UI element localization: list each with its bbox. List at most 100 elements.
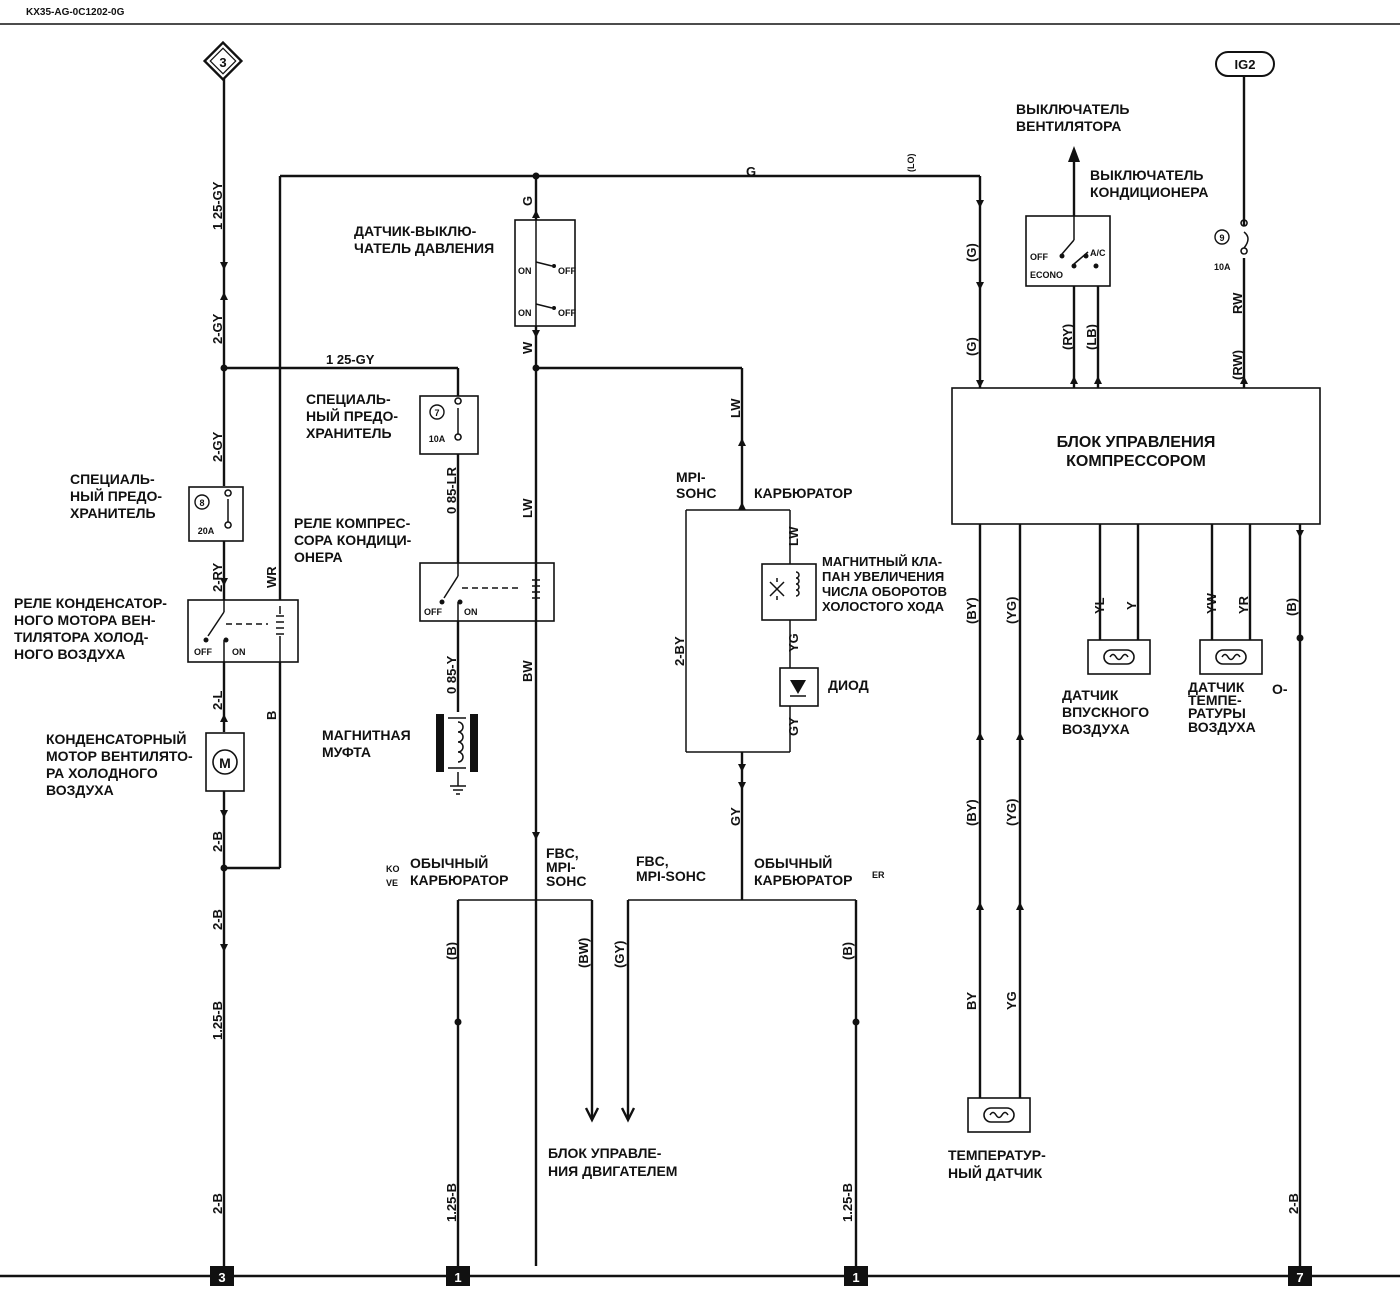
- svg-text:0 85-LR: 0 85-LR: [444, 466, 459, 514]
- svg-text:1.25-B: 1.25-B: [444, 1183, 459, 1222]
- svg-text:2-BY: 2-BY: [672, 636, 687, 666]
- svg-text:2-B: 2-B: [210, 1193, 225, 1214]
- svg-text:YW: YW: [1204, 592, 1219, 614]
- svg-text:СПЕЦИАЛЬ-НЫЙ ПРЕДО-ХРАНИТЕЛЬ: СПЕЦИАЛЬ-НЫЙ ПРЕДО-ХРАНИТЕЛЬ: [70, 471, 162, 521]
- intake-air-sensor: [1087, 639, 1151, 675]
- svg-text:КАРБЮРАТОР: КАРБЮРАТОР: [754, 485, 852, 501]
- svg-text:10A: 10A: [429, 434, 446, 444]
- svg-text:(G): (G): [964, 243, 979, 262]
- compressor-relay: [419, 562, 555, 622]
- svg-text:W: W: [520, 341, 535, 354]
- svg-text:VE: VE: [386, 878, 398, 888]
- svg-text:IG2: IG2: [1235, 57, 1256, 72]
- temperature-sensor: [967, 1097, 1031, 1133]
- connector-3-bottom: 3: [210, 1266, 234, 1286]
- motor-m-icon: M: [219, 755, 231, 771]
- svg-text:ON: ON: [232, 647, 246, 657]
- svg-text:RW: RW: [1230, 292, 1245, 314]
- svg-text:OFF: OFF: [558, 266, 576, 276]
- wire-label: G: [746, 164, 756, 179]
- svg-text:(B): (B): [840, 942, 855, 960]
- svg-text:ДИОД: ДИОД: [828, 677, 869, 693]
- svg-text:BW: BW: [520, 660, 535, 682]
- svg-text:(YG): (YG): [1004, 799, 1019, 826]
- svg-text:2-B: 2-B: [210, 831, 225, 852]
- magnetic-clutch: [436, 714, 478, 795]
- svg-text:G: G: [520, 196, 535, 206]
- svg-text:FBC,MPI-SOHC: FBC,MPI-SOHC: [546, 845, 586, 889]
- svg-text:ER: ER: [872, 870, 885, 880]
- svg-text:YR: YR: [1236, 595, 1251, 614]
- svg-text:YG: YG: [1004, 991, 1019, 1010]
- svg-text:0 85-Y: 0 85-Y: [444, 655, 459, 694]
- wire-arrow-marks: [220, 200, 1304, 952]
- svg-text:7: 7: [1296, 1270, 1303, 1285]
- svg-text:OFF: OFF: [558, 308, 576, 318]
- svg-text:РЕЛЕ КОНДЕНСАТОР-НОГО МОТОРА В: РЕЛЕ КОНДЕНСАТОР-НОГО МОТОРА ВЕН-ТИЛЯТОР…: [14, 595, 167, 662]
- svg-text:20A: 20A: [198, 526, 215, 536]
- svg-text:БЛОК УПРАВЛЕ-НИЯ ДВИГАТЕЛЕМ: БЛОК УПРАВЛЕ-НИЯ ДВИГАТЕЛЕМ: [548, 1145, 677, 1179]
- svg-text:1: 1: [852, 1270, 859, 1285]
- svg-text:ДАТЧИК-ВЫКЛЮ-ЧАТЕЛЬ ДАВЛЕНИЯ: ДАТЧИК-ВЫКЛЮ-ЧАТЕЛЬ ДАВЛЕНИЯ: [354, 223, 494, 256]
- svg-text:(B): (B): [444, 942, 459, 960]
- svg-text:LW: LW: [728, 398, 743, 418]
- svg-text:(YG): (YG): [1004, 597, 1019, 624]
- svg-text:GY: GY: [728, 807, 743, 826]
- svg-text:(RW): (RW): [1230, 350, 1245, 380]
- svg-text:СПЕЦИАЛЬ-НЫЙ ПРЕДО-ХРАНИТЕЛЬ: СПЕЦИАЛЬ-НЫЙ ПРЕДО-ХРАНИТЕЛЬ: [306, 391, 398, 441]
- doc-code: KX35-AG-0C1202-0G: [26, 7, 125, 18]
- svg-text:ТЕМПЕРАТУР-НЫЙ ДАТЧИК: ТЕМПЕРАТУР-НЫЙ ДАТЧИК: [948, 1147, 1046, 1181]
- svg-text:(B): (B): [1284, 598, 1299, 616]
- svg-text:2-RY: 2-RY: [210, 563, 225, 592]
- svg-text:(BY): (BY): [964, 799, 979, 826]
- svg-text:10A: 10A: [1214, 262, 1231, 272]
- svg-text:1 25-GY: 1 25-GY: [210, 181, 225, 230]
- svg-text:BY: BY: [964, 992, 979, 1010]
- svg-text:(LB): (LB): [1084, 324, 1099, 350]
- svg-text:OFF: OFF: [1030, 252, 1048, 262]
- svg-text:Y: Y: [1124, 601, 1139, 610]
- connector-7: 7: [1288, 1266, 1312, 1286]
- ac-switch: [1025, 215, 1111, 287]
- connector-ig2: IG2: [1215, 51, 1275, 77]
- pressure-switch: [514, 219, 576, 327]
- diode: [779, 667, 819, 707]
- svg-text:ON: ON: [518, 308, 532, 318]
- svg-text:9: 9: [1219, 233, 1224, 243]
- svg-text:LW: LW: [520, 498, 535, 518]
- svg-text:ON: ON: [464, 607, 478, 617]
- svg-text:(GY): (GY): [612, 941, 627, 968]
- svg-text:3: 3: [219, 55, 226, 70]
- svg-text:ECONO: ECONO: [1030, 270, 1063, 280]
- svg-text:2-B: 2-B: [1286, 1193, 1301, 1214]
- svg-text:O-: O-: [1272, 681, 1288, 697]
- splice-dot: [220, 364, 228, 372]
- compressor-control-unit: [951, 387, 1321, 525]
- svg-text:WR: WR: [264, 566, 279, 588]
- svg-text:B: B: [264, 711, 279, 720]
- svg-text:1: 1: [454, 1270, 461, 1285]
- svg-text:A/C: A/C: [1090, 248, 1106, 258]
- svg-text:ON: ON: [518, 266, 532, 276]
- svg-text:(BY): (BY): [964, 597, 979, 624]
- svg-text:(LO): (LO): [906, 154, 916, 173]
- connector-1-a: 1: [446, 1266, 470, 1286]
- vertical-wire-labels: 1 25-GY 2-GY 2-GY 2-RY WR 2-L B 2-B 2-B …: [210, 181, 1301, 1222]
- svg-text:1.25-B: 1.25-B: [840, 1183, 855, 1222]
- splice-dot: [220, 864, 228, 872]
- svg-text:LW: LW: [786, 526, 801, 546]
- special-fuse-7: [419, 395, 479, 455]
- svg-text:2-L: 2-L: [210, 690, 225, 710]
- svg-text:7: 7: [434, 408, 439, 418]
- connector-3-top: 3: [202, 40, 244, 82]
